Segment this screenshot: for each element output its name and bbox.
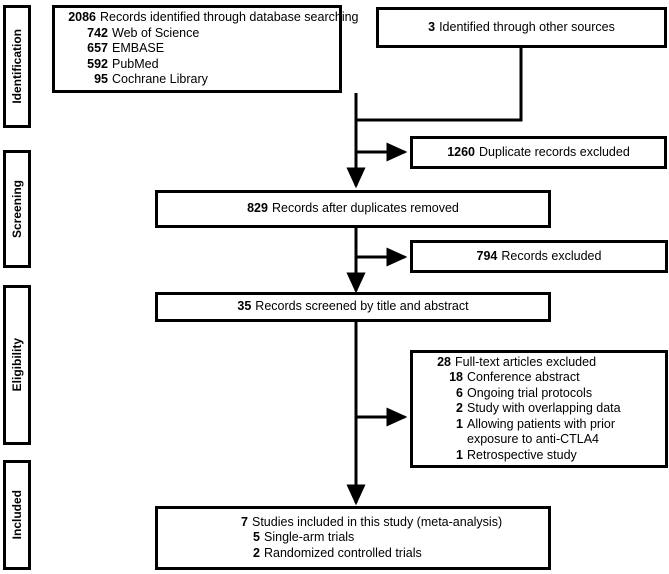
duplicates-excluded-label: Duplicate records excluded xyxy=(479,144,630,159)
other-sources-label: Identified through other sources xyxy=(439,19,615,34)
stage-rail-identification: Identification xyxy=(3,5,31,128)
list-item: 18 Conference abstract xyxy=(421,370,659,386)
source-count-embase: 657 xyxy=(87,41,108,56)
records-excluded-row: 794 Records excluded xyxy=(477,249,602,265)
included-studies-count: 7 xyxy=(241,514,248,529)
reason-label-prior-ctla4-exposure: Allowing patients with prior exposure to… xyxy=(467,416,615,447)
reason-count-prior-ctla4-exposure: 1 xyxy=(456,416,463,431)
stage-label-eligibility: Eligibility xyxy=(10,338,24,392)
database-search-label: Records identified through database sear… xyxy=(100,10,359,25)
fulltext-excluded-reason-list: 18 Conference abstract 6 Ongoing trial p… xyxy=(421,370,659,463)
duplicates-excluded-row: 1260 Duplicate records excluded xyxy=(447,145,630,161)
database-search-count: 2086 xyxy=(68,10,96,25)
reason-label-conference-abstract: Conference abstract xyxy=(467,370,580,385)
stage-label-included: Included xyxy=(10,490,24,540)
duplicates-excluded-count: 1260 xyxy=(447,144,476,159)
stage-rail-screening: Screening xyxy=(3,150,31,268)
fulltext-excluded-label: Full-text articles excluded xyxy=(455,354,597,369)
list-item: 2 Study with overlapping data xyxy=(421,401,659,417)
included-studies-design-list: 5 Single-arm trials 2 Randomized control… xyxy=(218,530,548,561)
other-sources-row: 3 Identified through other sources xyxy=(428,20,615,36)
reason-count-conference-abstract: 18 xyxy=(449,370,463,385)
list-item: 5 Single-arm trials xyxy=(218,530,548,546)
list-item: 742 Web of Science xyxy=(66,26,339,42)
list-item: 6 Ongoing trial protocols xyxy=(421,386,659,402)
stage-rail-included: Included xyxy=(3,460,31,570)
included-studies-header: 7 Studies included in this study (meta-a… xyxy=(218,515,548,531)
database-search-source-list: 742 Web of Science 657 EMBASE 592 PubMed… xyxy=(66,26,339,88)
source-label-pubmed: PubMed xyxy=(112,56,159,71)
list-item: 1 Retrospective study xyxy=(421,448,659,464)
source-label-web-of-science: Web of Science xyxy=(112,25,200,40)
design-label-single-arm-trials: Single-arm trials xyxy=(264,530,355,545)
list-item: 95 Cochrane Library xyxy=(66,72,339,88)
box-records-excluded: 794 Records excluded xyxy=(410,240,668,273)
stage-label-screening: Screening xyxy=(10,179,24,239)
box-other-sources: 3 Identified through other sources xyxy=(376,7,667,48)
stage-rail-eligibility: Eligibility xyxy=(3,285,31,445)
other-sources-count: 3 xyxy=(428,19,436,34)
reason-label-overlapping-data: Study with overlapping data xyxy=(467,401,621,416)
list-item: 657 EMBASE xyxy=(66,41,339,57)
source-count-web-of-science: 742 xyxy=(87,25,108,40)
reason-count-retrospective-study: 1 xyxy=(456,447,463,462)
list-item: 2 Randomized controlled trials xyxy=(218,546,548,562)
reason-label-retrospective-study: Retrospective study xyxy=(467,447,577,462)
reason-count-ongoing-trial-protocols: 6 xyxy=(456,385,463,400)
design-label-randomized-controlled-trials: Randomized controlled trials xyxy=(264,545,422,560)
box-fulltext-excluded: 28 Full-text articles excluded 18 Confer… xyxy=(410,350,668,468)
source-label-embase: EMBASE xyxy=(112,41,165,56)
fulltext-excluded-header: 28 Full-text articles excluded xyxy=(421,355,659,371)
fulltext-excluded-count: 28 xyxy=(437,354,451,369)
records-screened-label: Records screened by title and abstract xyxy=(255,299,469,314)
design-count-randomized-controlled-trials: 2 xyxy=(253,545,260,560)
source-count-pubmed: 592 xyxy=(87,56,108,71)
after-duplicates-row: 829 Records after duplicates removed xyxy=(247,201,459,217)
box-database-search: 2086 Records identified through database… xyxy=(52,5,359,93)
source-label-cochrane-library: Cochrane Library xyxy=(112,72,208,87)
database-search-header: 2086 Records identified through database… xyxy=(66,10,358,26)
records-screened-count: 35 xyxy=(237,299,252,314)
list-item: 592 PubMed xyxy=(66,57,339,73)
records-excluded-label: Records excluded xyxy=(501,248,602,263)
reason-count-overlapping-data: 2 xyxy=(456,401,463,416)
stage-label-identification: Identification xyxy=(10,29,24,104)
records-excluded-count: 794 xyxy=(476,248,498,263)
reason-label-ongoing-trial-protocols: Ongoing trial protocols xyxy=(467,385,593,400)
connector-identification-merge xyxy=(354,48,523,122)
source-count-cochrane-library: 95 xyxy=(94,72,108,87)
box-records-screened: 35 Records screened by title and abstrac… xyxy=(155,292,551,322)
after-duplicates-label: Records after duplicates removed xyxy=(271,201,459,216)
records-screened-row: 35 Records screened by title and abstrac… xyxy=(237,299,468,315)
included-studies-label: Studies included in this study (meta-ana… xyxy=(252,514,503,529)
box-included-studies: 7 Studies included in this study (meta-a… xyxy=(155,506,551,570)
box-after-duplicates: 829 Records after duplicates removed xyxy=(155,190,551,228)
box-duplicates-excluded: 1260 Duplicate records excluded xyxy=(410,136,667,169)
list-item: 1 Allowing patients with prior exposure … xyxy=(421,417,659,448)
after-duplicates-count: 829 xyxy=(247,201,268,216)
design-count-single-arm-trials: 5 xyxy=(253,530,260,545)
